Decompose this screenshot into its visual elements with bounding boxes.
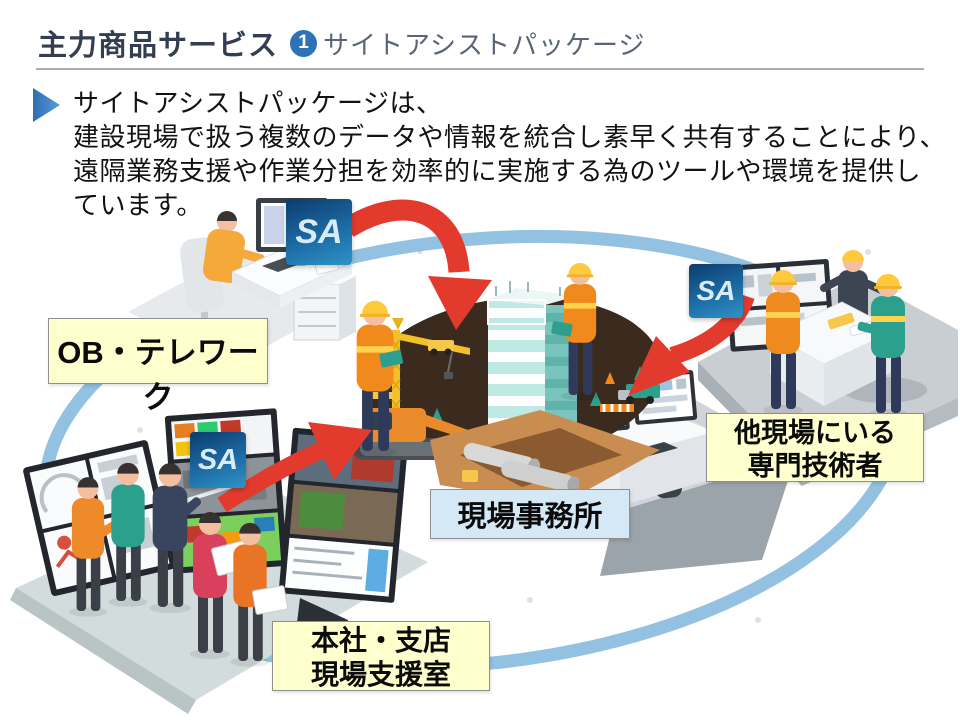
label-ob-telework-text: OB・テレワーク xyxy=(57,335,259,415)
label-headquarters-support: 本社・支店 現場支援室 xyxy=(272,621,490,691)
vignette-construction-site xyxy=(352,263,662,505)
site-assist-logo: SA xyxy=(689,264,743,318)
site-assist-logo: SA xyxy=(286,199,352,265)
body-line: 建設現場で扱う複数のデータや情報を統合し素早く共有することにより、 xyxy=(73,122,946,152)
triangle-bullet-icon xyxy=(33,88,60,122)
title-divider xyxy=(36,68,924,70)
body-text-block: サイトアシストパッケージは、 建設現場で扱う複数のデータや情報を統合し素早く共有… xyxy=(33,86,946,222)
label-other-site-line1: 他現場にいる xyxy=(734,418,896,448)
number-1-badge-icon: 1 xyxy=(290,29,318,57)
arrow-from-telework xyxy=(342,199,492,330)
body-line: ています。 xyxy=(73,190,203,220)
page-title: 主力商品サービス xyxy=(38,30,279,62)
label-other-site-line2: 専門技術者 xyxy=(747,451,883,481)
slide-header: 主力商品サービス 1 サイトアシストパッケージ xyxy=(38,22,645,64)
site-assist-logo: SA xyxy=(190,432,246,488)
label-headquarters-line1: 本社・支店 xyxy=(310,625,451,656)
site-assist-logo-text: SA xyxy=(197,443,239,476)
body-line: サイトアシストパッケージは、 xyxy=(73,88,443,118)
arrow-from-headquarters xyxy=(217,422,372,513)
site-assist-logo-text: SA xyxy=(295,212,343,251)
label-ob-telework: OB・テレワーク xyxy=(48,318,268,415)
site-assist-logo-text: SA xyxy=(696,275,736,306)
label-site-office: 現場事務所 xyxy=(430,489,630,539)
label-other-site-specialists: 他現場にいる 専門技術者 xyxy=(706,413,924,482)
label-site-office-text: 現場事務所 xyxy=(457,501,603,533)
label-headquarters-line2: 現場支援室 xyxy=(310,659,451,690)
body-line: 遠隔業務支援や作業分担を効率的に実施する為のツールや環境を提供し xyxy=(73,156,922,186)
page-subtitle: サイトアシストパッケージ xyxy=(323,29,646,60)
body-lines: サイトアシストパッケージは、 建設現場で扱う複数のデータや情報を統合し素早く共有… xyxy=(73,86,946,222)
